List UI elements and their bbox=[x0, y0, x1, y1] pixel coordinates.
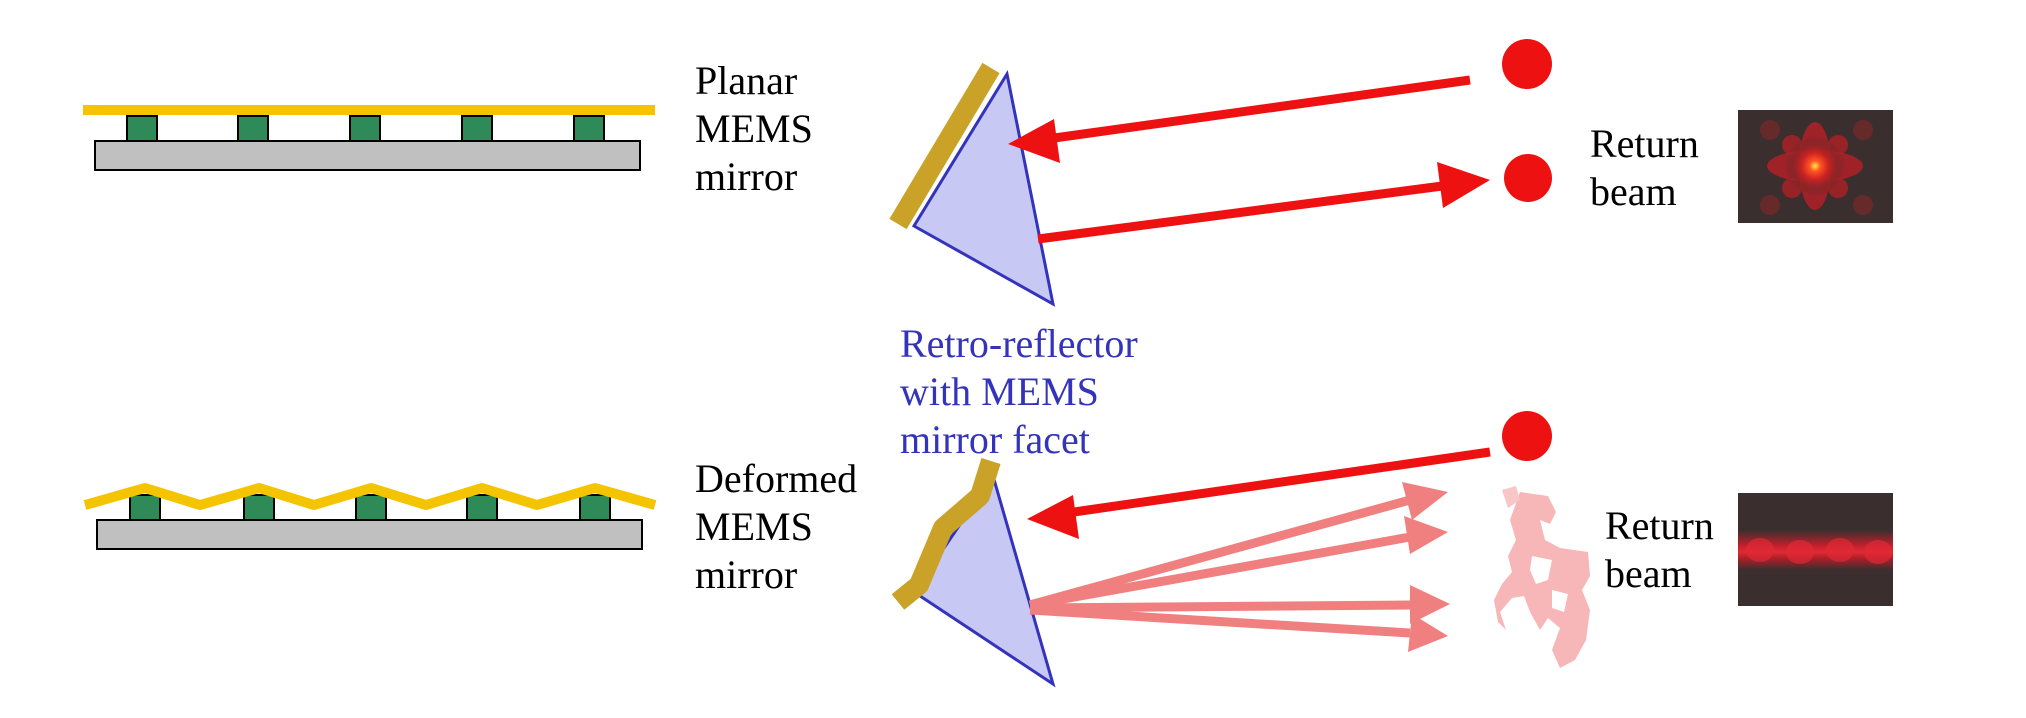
label-line: mirror bbox=[695, 154, 798, 199]
scattered-beams bbox=[1028, 482, 1450, 652]
scattered-return-blob bbox=[1494, 486, 1590, 668]
return-dot bbox=[1504, 154, 1552, 202]
mirror-facet-bottom bbox=[891, 458, 1001, 610]
incident-arrowhead bbox=[1027, 495, 1079, 539]
mirror-facet-top bbox=[889, 62, 1000, 230]
return-beam-image-bottom bbox=[1738, 493, 1893, 606]
actuator bbox=[461, 115, 493, 142]
retro-reflector-top bbox=[889, 62, 1056, 307]
incident-beam bbox=[1059, 447, 1491, 519]
return-beam-image-top bbox=[1738, 110, 1893, 223]
label-line: Planar bbox=[695, 58, 798, 103]
label-line: mirror bbox=[695, 552, 798, 597]
label-line: mirror facet bbox=[900, 417, 1090, 462]
incident-beam bbox=[1039, 75, 1471, 145]
actuator bbox=[129, 494, 161, 521]
retro-reflector-bottom bbox=[891, 458, 1056, 688]
label-line: beam bbox=[1590, 169, 1677, 214]
return-arrowhead bbox=[1437, 162, 1490, 208]
actuator bbox=[355, 494, 387, 521]
planar-mems-mirror-label: Planar MEMS mirror bbox=[695, 57, 813, 201]
prism-bottom bbox=[911, 472, 1056, 688]
beam-source-dot bbox=[1502, 411, 1552, 461]
label-line: beam bbox=[1605, 551, 1692, 596]
planar-mems-mirror-graphic bbox=[83, 105, 655, 171]
actuator bbox=[237, 115, 269, 142]
actuator bbox=[349, 115, 381, 142]
deformed-mems-mirror-graphic bbox=[83, 483, 657, 550]
actuator bbox=[573, 115, 605, 142]
deformed-mirror-membrane bbox=[83, 483, 657, 510]
deformed-mems-mirror-label: Deformed MEMS mirror bbox=[695, 455, 857, 599]
beam-source-dot bbox=[1502, 39, 1552, 89]
bottom-beams bbox=[1027, 411, 1590, 668]
substrate-top bbox=[94, 140, 641, 171]
return-beam-label-bottom: Return beam bbox=[1605, 502, 1714, 598]
label-line: Return bbox=[1605, 503, 1714, 548]
label-line: MEMS bbox=[695, 504, 813, 549]
return-beam bbox=[1037, 180, 1451, 244]
actuator bbox=[126, 115, 158, 142]
label-line: MEMS bbox=[695, 106, 813, 151]
label-line: Deformed bbox=[695, 456, 858, 501]
label-line: Return bbox=[1590, 121, 1699, 166]
return-beam-label-top: Return beam bbox=[1590, 120, 1699, 216]
top-beams bbox=[1008, 39, 1552, 244]
actuator bbox=[466, 494, 498, 521]
substrate-bottom bbox=[96, 519, 643, 550]
retro-reflector-label: Retro-reflector with MEMS mirror facet bbox=[900, 320, 1138, 464]
label-line: with MEMS bbox=[900, 369, 1099, 414]
label-line: Retro-reflector bbox=[900, 321, 1138, 366]
incident-arrowhead bbox=[1008, 119, 1060, 163]
prism-top bbox=[911, 69, 1056, 307]
actuator bbox=[243, 494, 275, 521]
actuator bbox=[579, 494, 611, 521]
